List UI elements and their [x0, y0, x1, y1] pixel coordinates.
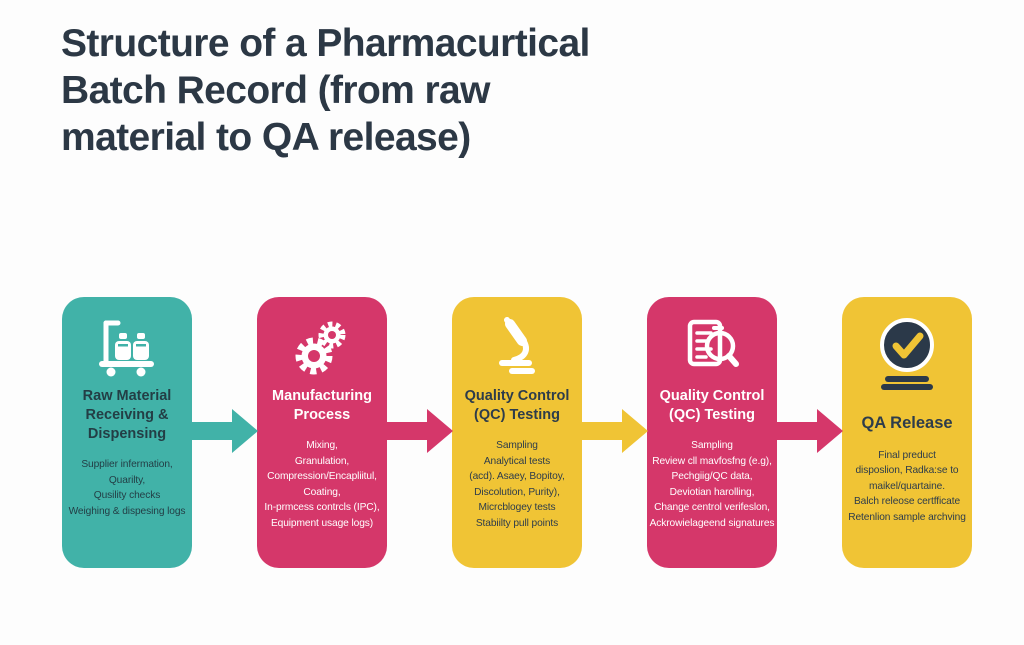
arrow-head-icon [622, 409, 648, 453]
arrow-shaft [387, 422, 429, 440]
arrow-shaft [192, 422, 234, 440]
flow-arrow-1 [192, 409, 258, 453]
card-body: Sampling Analytical tests (acd). Asaey, … [469, 440, 565, 529]
card-qc-testing-2: Quality Control (QC) Testing Sampling Re… [647, 297, 777, 568]
flow-arrow-2 [387, 409, 453, 453]
page-title: Structure of a Pharmacurtical Batch Reco… [61, 22, 590, 160]
arrow-shaft [777, 422, 819, 440]
card-title: Quality Control (QC) Testing [464, 388, 570, 424]
card-manufacturing-process: Manufacturing Process Mixing, Granulatio… [257, 297, 387, 568]
card-body: Supplier infermation, Quarilty, Qusility… [68, 459, 186, 517]
hand-truck-icon [93, 311, 161, 385]
document-magnifier-icon [678, 311, 746, 385]
card-body: Final preduct disposlion, Radka:se to ma… [848, 449, 966, 523]
check-badge-icon [866, 311, 948, 397]
arrow-head-icon [817, 409, 843, 453]
card-title: QA Release [861, 414, 953, 432]
arrow-head-icon [232, 409, 258, 453]
flow-arrow-3 [582, 409, 648, 453]
card-body: Mixing, Granulation, Compression/Encapli… [264, 440, 380, 529]
card-title: Quality Control (QC) Testing [659, 388, 765, 424]
card-title: Raw Material Receiving & Dispensing [82, 388, 172, 443]
card-body: Sampling Review cll mavfosfng (e.g), Pec… [649, 440, 775, 529]
arrow-shaft [582, 422, 624, 440]
card-title: Manufacturing Process [272, 388, 372, 424]
card-qa-release: QA Release Final preduct disposlion, Rad… [842, 297, 972, 568]
microscope-icon [485, 311, 549, 385]
card-raw-material-receiving: Raw Material Receiving & Dispensing Supp… [62, 297, 192, 568]
gears-icon [284, 311, 360, 385]
card-qc-testing-1: Quality Control (QC) Testing Sampling An… [452, 297, 582, 568]
flow-arrow-4 [777, 409, 843, 453]
arrow-head-icon [427, 409, 453, 453]
